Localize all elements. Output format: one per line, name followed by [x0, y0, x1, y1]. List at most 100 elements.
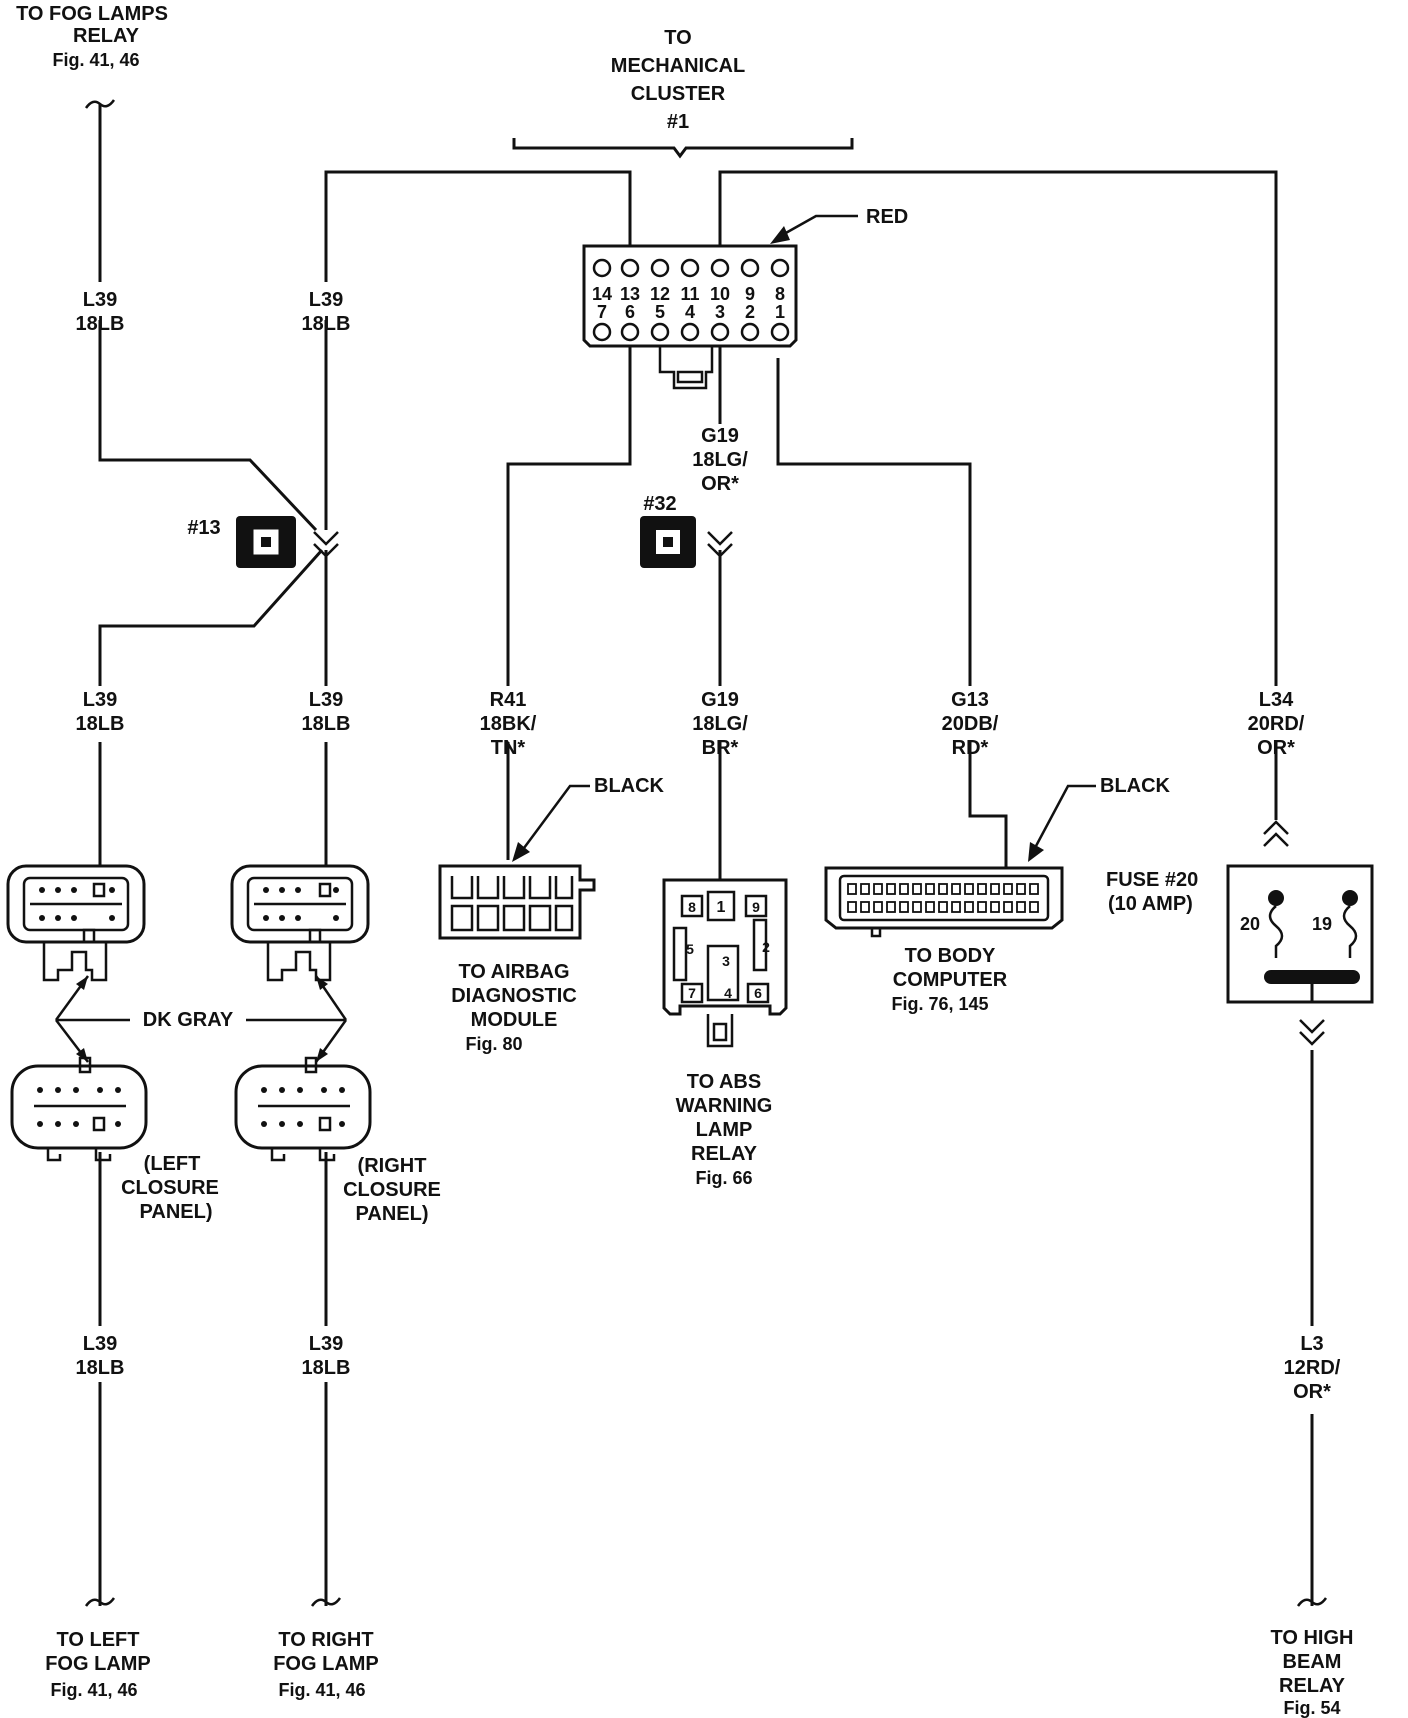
fuse-element-19 [1342, 905, 1358, 958]
body-computer-line2: COMPUTER [893, 969, 1008, 991]
cluster-line2: MECHANICAL [611, 55, 745, 77]
splice-32-dot [663, 537, 673, 547]
high-beam-fig: Fig. 54 [1283, 1698, 1340, 1718]
left-mid-gauge: 18LB [76, 713, 125, 735]
abs-line1: TO ABS [687, 1071, 761, 1093]
g19-upper-color2: OR* [701, 473, 739, 495]
body-computer-pins [847, 883, 1039, 913]
cluster-line1: TO [664, 27, 691, 49]
cluster-pin-9 [740, 258, 760, 278]
wire-cluster-right-l39 [324, 170, 632, 282]
body-computer-pin [899, 883, 909, 895]
break-right-fog [310, 1597, 342, 1607]
airbag-line2: DIAGNOSTIC [451, 985, 577, 1007]
body-computer-connector [824, 784, 1096, 938]
r41-gauge: 18BK/ [480, 713, 537, 735]
cluster-pin-label-14: 14 [592, 284, 612, 304]
left-closure-line3: PANEL) [140, 1201, 213, 1223]
cluster-pin-label-2: 2 [745, 302, 755, 322]
cluster-pin-label-5: 5 [655, 302, 665, 322]
l3-color2: OR* [1293, 1381, 1331, 1403]
abs-pin-1 [706, 890, 736, 922]
left-fog-line1: TO LEFT [57, 1629, 140, 1651]
red-label: RED [866, 206, 908, 228]
abs-relay-connector [662, 878, 788, 1048]
cluster-pin-6 [620, 322, 640, 342]
top-fog-line1: TO FOG LAMPS [16, 3, 168, 25]
g13-gauge: 20DB/ [942, 713, 999, 735]
body-computer-pin [977, 901, 987, 913]
cluster-bracket [512, 138, 854, 159]
chevron-fuse-out [1299, 1019, 1325, 1046]
left-lower-circuit: L39 [83, 1333, 117, 1355]
wires [98, 104, 1314, 1606]
abs-line2: WARNING [676, 1095, 773, 1117]
wire-fog-relay-lower [98, 320, 318, 532]
r41-color2: TN* [491, 737, 526, 759]
l3-circuit: L3 [1300, 1333, 1323, 1355]
cluster-pin-8 [770, 258, 790, 278]
abs-pin-label-7: 7 [688, 985, 696, 1001]
abs-pin-8 [680, 894, 704, 918]
splice-13 [236, 516, 296, 568]
left-fog-line2: FOG LAMP [45, 1653, 151, 1675]
chevron-splice13 [313, 531, 339, 558]
body-computer-pin [873, 883, 883, 895]
body-computer-pin [860, 901, 870, 913]
cluster-pin-label-10: 10 [710, 284, 730, 304]
right-upper-circuit: L39 [309, 289, 343, 311]
cluster-connector-key [658, 346, 714, 390]
body-computer-pin [1029, 901, 1039, 913]
body-computer-pin [912, 883, 922, 895]
l34-gauge: 20RD/ [1248, 713, 1305, 735]
body-computer-pin [1003, 883, 1013, 895]
fuse-busbar [1264, 970, 1360, 984]
body-computer-pin [899, 901, 909, 913]
fuse-line1: FUSE #20 [1106, 869, 1198, 891]
fuse-pin-a: 20 [1240, 914, 1260, 934]
body-computer-pin [847, 901, 857, 913]
left-closure-line2: CLOSURE [121, 1177, 219, 1199]
body-computer-pin [886, 901, 896, 913]
airbag-black-label: BLACK [594, 775, 665, 797]
left-lower-terminal [92, 1116, 106, 1132]
fuse-element-20 [1268, 905, 1284, 958]
airbag-connector-cells [450, 876, 574, 932]
right-upper-key [308, 928, 322, 944]
body-computer-black-label: BLACK [1100, 775, 1171, 797]
cluster-pin-label-12: 12 [650, 284, 670, 304]
body-computer-pin [1003, 901, 1013, 913]
red-pointer [770, 214, 858, 244]
l34-color2: OR* [1257, 737, 1295, 759]
abs-pin-label-3: 3 [722, 953, 730, 969]
body-computer-pin [886, 883, 896, 895]
inline-chevrons [313, 531, 1325, 1046]
right-upper-connector [230, 864, 370, 982]
break-high-beam [1296, 1597, 1328, 1607]
abs-pin-9 [744, 894, 768, 918]
cluster-pin-14 [592, 258, 612, 278]
abs-pin-2-frame [752, 918, 768, 972]
body-computer-pin [938, 901, 948, 913]
dk-gray-arrows [54, 975, 348, 1063]
abs-pin-label-6: 6 [754, 985, 762, 1001]
g19-lower-color2: BR* [702, 737, 739, 759]
abs-pin-3-frame [706, 944, 740, 1002]
right-closure-line2: CLOSURE [343, 1179, 441, 1201]
red-pointer-line [783, 214, 858, 236]
abs-line4: RELAY [691, 1143, 758, 1165]
left-lower-pins [37, 1087, 121, 1127]
wire-breaks [84, 99, 1328, 1607]
l34-circuit: L34 [1259, 689, 1294, 711]
wire-pin10-top [718, 170, 1278, 686]
right-fog-line1: TO RIGHT [278, 1629, 373, 1651]
cluster-pin-12 [650, 258, 670, 278]
cluster-pin-label-7: 7 [597, 302, 607, 322]
body-computer-pin [951, 901, 961, 913]
left-upper-key [82, 928, 96, 944]
right-upper-gauge: 18LB [302, 313, 351, 335]
left-lower-feet [46, 1148, 112, 1162]
cluster-pin-13 [620, 258, 640, 278]
cluster-pin-label-8: 8 [775, 284, 785, 304]
